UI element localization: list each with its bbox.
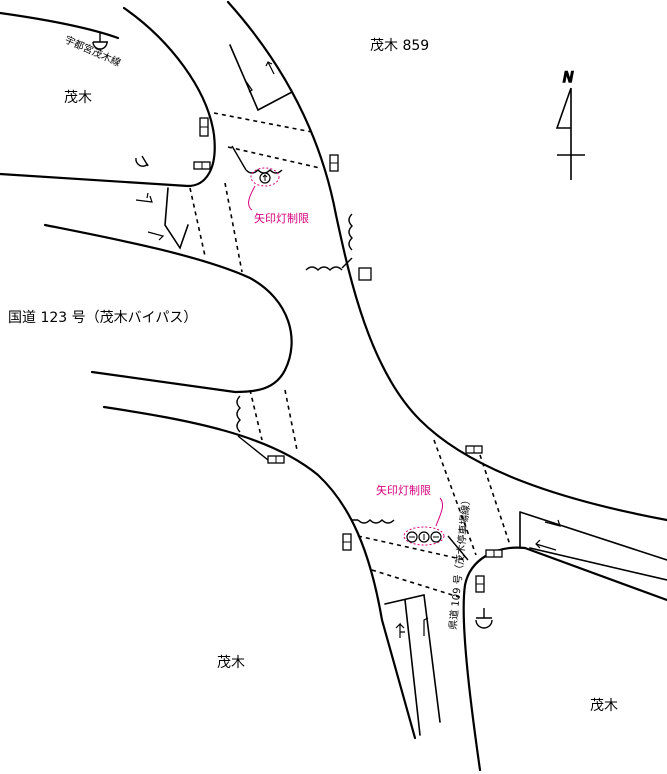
signals: [193, 117, 503, 593]
signal-head-icon: [329, 154, 339, 172]
label-pref-road-nw: 宇都宮茂木線: [63, 33, 123, 69]
west-road-south-edge: [43, 223, 293, 394]
signal-head-icon: [485, 549, 503, 558]
arrow-signal-south-group: 矢印灯制限: [376, 483, 445, 546]
pedestrian-signal-icon: [135, 155, 149, 167]
signal-head-icon: [267, 455, 285, 464]
signal-array-south: [357, 519, 395, 524]
lane-arrow-icon: [395, 617, 429, 638]
signal-head-icon: [475, 575, 485, 593]
arrow-signal-south-leader: [435, 497, 443, 527]
east-lane-box: [519, 511, 667, 581]
sw-road-edge: [102, 405, 417, 740]
south-lane-mid: [404, 599, 421, 736]
arrow-signal-south-highlight: [403, 526, 445, 546]
arrow-signal-south-label: 矢印灯制限: [376, 483, 431, 497]
pedestrian-signals: [92, 32, 493, 629]
signal-array-center: [305, 266, 343, 271]
signal-support-center: [341, 257, 353, 269]
signal-array-west: [236, 395, 241, 433]
lane-markings: [164, 44, 667, 736]
pedestrian-signal-icon: [92, 32, 108, 50]
crosswalk-north-2: [227, 146, 321, 169]
north-arrow-icon: N: [555, 69, 585, 180]
signal-head-icon: [199, 117, 209, 137]
crosswalk-sw-1: [249, 389, 263, 441]
main-road-east-edge: [226, 0, 667, 522]
signal-support-south: [352, 519, 469, 561]
signal-support-west: [237, 435, 269, 461]
signal-array-ne: [348, 213, 353, 251]
south-lane-left: [384, 594, 441, 723]
crosswalks: [189, 112, 511, 599]
median-box: [358, 267, 372, 281]
north-road-west-edge: [0, 6, 216, 188]
signal-head-icon: [465, 445, 483, 454]
lane-arrows: [135, 61, 561, 638]
crosswalk-west-1: [189, 187, 206, 257]
lane-arrow-icon: [135, 192, 165, 241]
label-motegi-859: 茂木 859: [370, 37, 429, 54]
label-motegi-sw: 茂木: [217, 654, 245, 671]
arrow-signal-north-group: 矢印灯制限: [248, 167, 309, 225]
label-motegi-se: 茂木: [590, 697, 618, 714]
label-pref-road-109: 県道 109 号（茂木停車場線）: [446, 494, 473, 630]
signal-arrays: [231, 145, 469, 561]
arrow-signal-north-highlight: [250, 167, 280, 187]
signal-head-icon: [193, 161, 211, 170]
arrow-signal-north-label: 矢印灯制限: [254, 211, 309, 225]
west-lane-divider: [164, 187, 189, 250]
crosswalk-sw-2: [284, 389, 298, 451]
arrow-signal-north-arrow-icon: [262, 174, 268, 181]
south-road-east-edge: [462, 546, 667, 772]
arrow-signal-north-leader: [248, 185, 256, 211]
north-lane-divider: [229, 44, 293, 112]
pedestrian-signal-icon: [475, 608, 493, 629]
north-letter: N: [563, 70, 574, 86]
crosswalk-east-2: [479, 454, 511, 546]
signal-head-icon: [342, 533, 352, 551]
crosswalk-south-1: [357, 535, 466, 561]
crosswalk-south-2: [371, 569, 463, 599]
label-route-123: 国道 123 号（茂木バイパス）: [8, 309, 197, 326]
signal-support-north: [231, 145, 247, 171]
lane-arrow-icon: [244, 61, 275, 93]
crosswalk-north-1: [213, 112, 313, 133]
arrow-signal-south-arrows-icon: [409, 534, 439, 540]
lane-arrow-icon: [535, 519, 561, 551]
label-motegi-nw: 茂木: [64, 89, 92, 106]
nw-road-edge: [0, 11, 120, 40]
crosswalk-west-2: [224, 182, 243, 273]
